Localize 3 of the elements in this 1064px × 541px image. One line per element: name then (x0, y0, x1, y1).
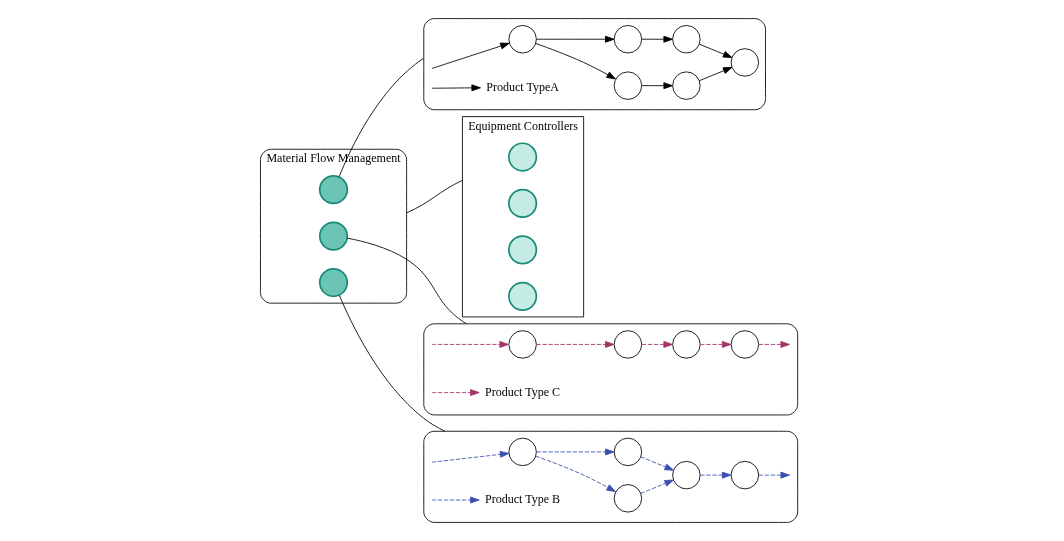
legend-label: Product TypeA (485, 79, 559, 94)
legend-label: Product Type B (484, 492, 560, 507)
legend-label: Product Type C (484, 384, 560, 399)
